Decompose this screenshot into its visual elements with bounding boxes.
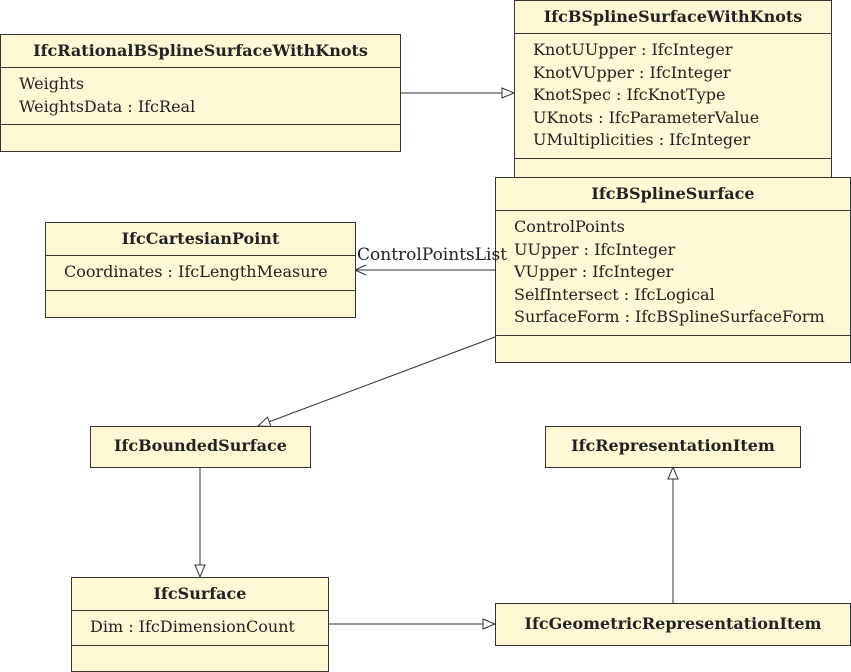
- operations-compartment: [496, 336, 850, 351]
- class-name: IfcBSplineSurface: [496, 178, 850, 211]
- attribute: ControlPoints: [514, 217, 625, 236]
- attribute-list: ControlPoints UUpper : IfcInteger VUpper…: [496, 211, 850, 336]
- class-name: IfcCartesianPoint: [46, 223, 355, 256]
- attribute: WeightsData : IfcReal: [19, 96, 196, 116]
- attribute-list: Dim : IfcDimensionCount: [72, 611, 328, 646]
- operations-compartment: [1, 125, 400, 140]
- class-name: IfcRationalBSplineSurfaceWithKnots: [1, 35, 400, 68]
- attribute: UKnots : IfcParameterValue: [533, 107, 760, 127]
- attribute-list: Coordinates : IfcLengthMeasure: [46, 256, 355, 291]
- class-box-geometric-representation-item[interactable]: IfcGeometricRepresentationItem: [495, 603, 851, 646]
- attribute: KnotUUpper : IfcInteger: [533, 40, 733, 59]
- attribute: Weights: [19, 74, 84, 93]
- attribute: Dim : IfcDimensionCount: [90, 617, 295, 636]
- attribute: VUpper : IfcInteger: [514, 262, 674, 281]
- class-box-rational-bspline-surface-with-knots[interactable]: IfcRationalBSplineSurfaceWithKnots Weigh…: [0, 34, 401, 152]
- attribute: UUpper : IfcInteger: [514, 239, 676, 259]
- generalization-bspline-to-bounded: [258, 336, 496, 426]
- class-name: IfcGeometricRepresentationItem: [524, 614, 822, 633]
- operations-compartment: [515, 159, 831, 174]
- class-name: IfcBoundedSurface: [114, 436, 287, 455]
- class-box-bspline-surface[interactable]: IfcBSplineSurface ControlPoints UUpper :…: [495, 177, 851, 363]
- attribute: SelfIntersect : IfcLogical: [514, 284, 715, 304]
- attribute-list: KnotUUpper : IfcInteger KnotVUpper : Ifc…: [515, 34, 831, 159]
- class-name: IfcBSplineSurfaceWithKnots: [515, 1, 831, 34]
- attribute: Coordinates : IfcLengthMeasure: [64, 262, 328, 281]
- attribute: KnotSpec : IfcKnotType: [533, 85, 726, 104]
- operations-compartment: [72, 646, 328, 661]
- class-box-cartesian-point[interactable]: IfcCartesianPoint Coordinates : IfcLengt…: [45, 222, 356, 318]
- attribute: UMultiplicities : IfcInteger: [533, 130, 751, 149]
- attribute: SurfaceForm : IfcBSplineSurfaceForm: [514, 307, 825, 326]
- class-box-representation-item[interactable]: IfcRepresentationItem: [545, 426, 801, 468]
- class-box-surface[interactable]: IfcSurface Dim : IfcDimensionCount: [71, 577, 329, 672]
- operations-compartment: [46, 291, 355, 306]
- attribute-list: Weights WeightsData : IfcReal: [1, 68, 400, 125]
- attribute: KnotVUpper : IfcInteger: [533, 62, 731, 82]
- class-box-bspline-surface-with-knots[interactable]: IfcBSplineSurfaceWithKnots KnotUUpper : …: [514, 0, 832, 180]
- association-label: ControlPointsList: [357, 245, 508, 265]
- class-box-bounded-surface[interactable]: IfcBoundedSurface: [90, 426, 311, 468]
- class-name: IfcSurface: [72, 578, 328, 611]
- class-name: IfcRepresentationItem: [571, 436, 775, 455]
